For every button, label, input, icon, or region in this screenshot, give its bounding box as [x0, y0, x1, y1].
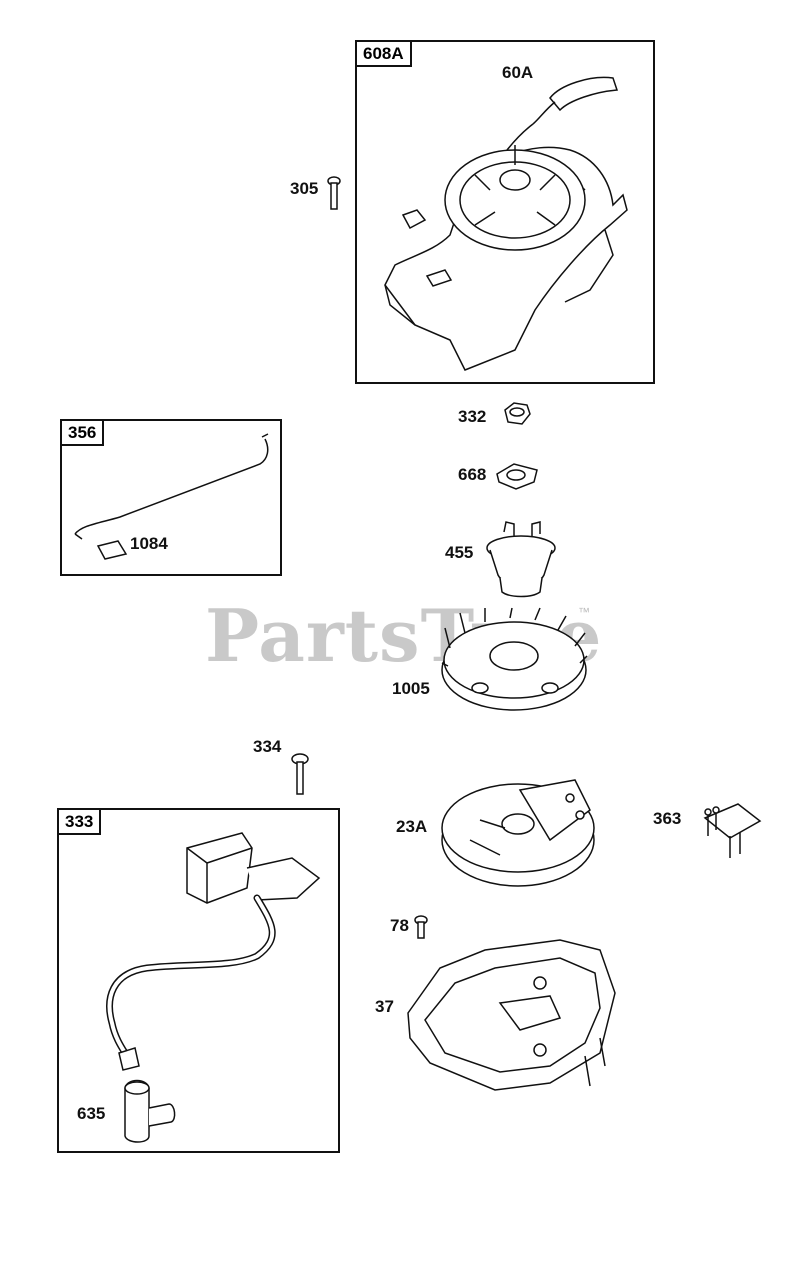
washer-drawing — [494, 460, 540, 492]
box-label-356[interactable]: 356 — [60, 419, 105, 446]
link-rod-drawing — [60, 419, 282, 576]
part-label-635[interactable]: 635 — [77, 1104, 106, 1123]
part-label-668[interactable]: 668 — [458, 465, 487, 484]
magnet-stator-drawing — [440, 770, 600, 894]
part-label-305[interactable]: 305 — [290, 179, 319, 198]
part-label-1084[interactable]: 1084 — [130, 534, 168, 553]
trademark-symbol: ™ — [578, 605, 590, 619]
starter-cup-drawing — [484, 520, 558, 600]
box-label-608a[interactable]: 608A — [355, 40, 412, 67]
part-label-78[interactable]: 78 — [390, 916, 409, 935]
part-label-23a[interactable]: 23A — [396, 817, 428, 836]
blower-housing-drawing — [400, 938, 620, 1096]
nut-drawing — [500, 400, 534, 430]
part-label-332[interactable]: 332 — [458, 407, 487, 426]
flywheel-drawing — [440, 608, 588, 726]
screw-78-drawing — [412, 914, 430, 942]
part-label-1005[interactable]: 1005 — [392, 679, 430, 698]
part-label-363[interactable]: 363 — [653, 809, 682, 828]
ignition-coil-box: 333 — [57, 808, 340, 1153]
recoil-starter-drawing — [355, 40, 655, 384]
screw-334-drawing — [290, 752, 310, 800]
recoil-starter-box: 608A — [355, 40, 655, 384]
part-label-334[interactable]: 334 — [253, 737, 282, 756]
terminal-drawing — [690, 796, 764, 858]
part-label-60a[interactable]: 60A — [502, 63, 534, 82]
part-label-455[interactable]: 455 — [445, 543, 474, 562]
box-label-333[interactable]: 333 — [57, 808, 102, 835]
screw-305-drawing — [325, 173, 343, 213]
part-label-37[interactable]: 37 — [375, 997, 394, 1016]
ignition-coil-drawing — [57, 808, 340, 1153]
bracket-box: 356 — [60, 419, 282, 576]
